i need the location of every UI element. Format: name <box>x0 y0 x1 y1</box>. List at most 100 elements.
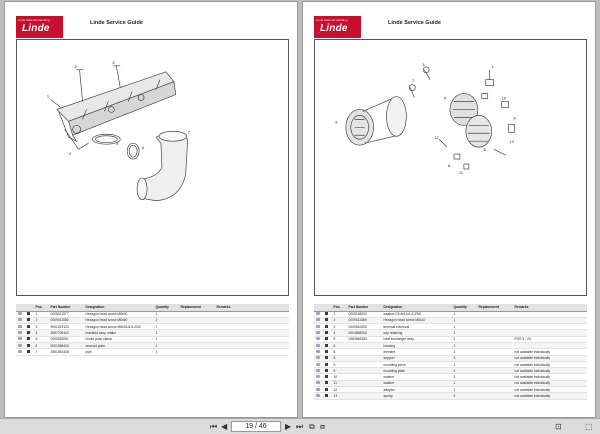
pos-cell: 6 <box>332 342 347 350</box>
add-to-list-icon[interactable] <box>324 381 328 385</box>
view-part-icon[interactable] <box>17 318 22 322</box>
brand-logo-text: Linde <box>22 23 50 34</box>
col-header <box>323 304 332 312</box>
part-number-cell: 3551552408 <box>49 348 84 356</box>
col-header <box>314 304 323 312</box>
view-icon-cell <box>16 329 25 337</box>
first-page-button[interactable]: ⏮ <box>210 422 218 431</box>
designation-cell: spring <box>382 392 452 400</box>
add-to-list-icon[interactable] <box>26 343 30 347</box>
view-part-icon[interactable] <box>315 375 320 379</box>
parts-table-right: Pos. Part Number Designation Quantity Re… <box>314 304 587 400</box>
col-header-quantity: Quantity <box>154 304 179 312</box>
add-to-list-icon[interactable] <box>324 394 328 397</box>
remarks-cell <box>215 323 289 331</box>
view-part-icon[interactable] <box>17 331 22 335</box>
view-icon-cell <box>314 392 323 400</box>
view-part-icon[interactable] <box>315 324 320 328</box>
add-to-list-icon[interactable] <box>324 331 328 335</box>
part-number-cell <box>347 373 382 381</box>
add-to-list-icon[interactable] <box>26 312 30 316</box>
part-number-cell: 3057706102 <box>49 329 84 337</box>
quantity-cell: 1 <box>452 380 477 388</box>
pos-cell: 2 <box>332 317 347 325</box>
replacement-cell <box>477 392 513 400</box>
add-to-list-icon[interactable] <box>324 312 328 316</box>
svg-text:6: 6 <box>142 145 145 150</box>
replacement-cell <box>179 329 215 337</box>
view-part-icon[interactable] <box>315 337 320 341</box>
add-to-list-icon[interactable] <box>324 362 328 366</box>
view-part-icon[interactable] <box>315 381 320 385</box>
remarks-cell: not available individually <box>513 392 587 400</box>
cart-icon-cell <box>25 323 34 331</box>
view-part-icon[interactable] <box>17 343 22 347</box>
view-part-icon[interactable] <box>315 387 320 391</box>
svg-text:2: 2 <box>75 64 77 69</box>
view-part-icon[interactable] <box>315 356 320 360</box>
add-to-list-icon[interactable] <box>26 318 30 322</box>
view-icon-cell <box>16 317 25 325</box>
designation-cell: heat exchanger assy. <box>382 336 452 344</box>
intake-manifold-diagram: 23 15 67 4 <box>47 60 190 202</box>
view-icon-cell <box>314 373 323 381</box>
fullscreen-icon[interactable]: ⬚ <box>585 422 593 431</box>
single-page-view-icon[interactable]: ⧉ <box>309 422 315 431</box>
view-part-icon[interactable] <box>315 349 320 353</box>
replacement-cell <box>477 361 513 369</box>
add-to-list-icon[interactable] <box>26 337 30 341</box>
quantity-cell: 1 <box>154 342 179 350</box>
fit-page-icon[interactable]: ⊡ <box>555 422 562 431</box>
add-to-list-icon[interactable] <box>324 349 328 353</box>
pos-cell: 2 <box>34 317 49 325</box>
col-header <box>16 304 25 312</box>
add-to-list-icon[interactable] <box>324 387 328 391</box>
col-header-designation: Designation <box>84 304 154 312</box>
cart-icon-cell <box>323 373 332 381</box>
col-header-part-number: Part Number <box>49 304 84 312</box>
pos-cell: 4 <box>332 329 347 337</box>
document-viewport[interactable]: Linde Material Handling Linde Linde Serv… <box>0 0 600 418</box>
view-part-icon[interactable] <box>17 312 22 316</box>
view-part-icon[interactable] <box>315 318 320 322</box>
view-icon-cell <box>16 311 25 318</box>
add-to-list-icon[interactable] <box>324 343 328 347</box>
page-number-field[interactable]: 19 / 46 <box>231 421 281 432</box>
view-part-icon[interactable] <box>315 312 320 316</box>
add-to-list-icon[interactable] <box>26 331 30 335</box>
add-to-list-icon[interactable] <box>26 349 30 353</box>
add-to-list-icon[interactable] <box>324 337 328 341</box>
view-part-icon[interactable] <box>315 331 320 335</box>
view-part-icon[interactable] <box>315 368 320 372</box>
view-part-icon[interactable] <box>315 394 320 397</box>
add-to-list-icon[interactable] <box>324 318 328 322</box>
two-page-view-icon[interactable]: ⧈ <box>320 422 326 431</box>
view-part-icon[interactable] <box>17 337 22 341</box>
last-page-button[interactable]: ⏭ <box>296 422 304 431</box>
add-to-list-icon[interactable] <box>324 375 328 379</box>
view-part-icon[interactable] <box>17 349 22 353</box>
view-part-icon[interactable] <box>17 324 22 328</box>
svg-text:4: 4 <box>335 119 338 124</box>
view-part-icon[interactable] <box>315 362 320 366</box>
remarks-cell: not available individually <box>513 367 587 375</box>
remarks-cell <box>215 317 289 325</box>
add-to-list-icon[interactable] <box>324 356 328 360</box>
cart-icon-cell <box>323 329 332 337</box>
add-to-list-icon[interactable] <box>324 324 328 328</box>
previous-page-button[interactable]: ◀ <box>221 422 228 431</box>
next-page-button[interactable]: ▶ <box>285 422 292 431</box>
view-part-icon[interactable] <box>315 343 320 347</box>
add-to-list-icon[interactable] <box>324 368 328 372</box>
view-icon-cell <box>16 336 25 344</box>
add-to-list-icon[interactable] <box>26 324 30 328</box>
quantity-cell: 1 <box>452 317 477 325</box>
replacement-cell <box>477 342 513 350</box>
view-icon-cell <box>314 367 323 375</box>
